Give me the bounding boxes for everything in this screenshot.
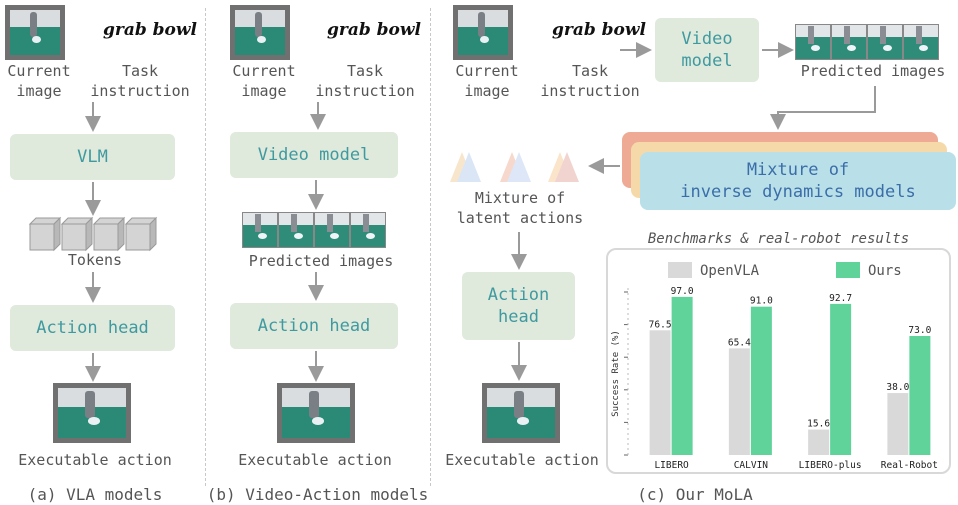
- executable-action-label-c: Executable action: [445, 451, 599, 469]
- predicted-images-label-b: Predicted images: [248, 252, 394, 270]
- task-text-a: grab bowl: [103, 20, 197, 40]
- predicted-frame-c-3: [867, 24, 903, 60]
- predicted-frame-1: [242, 212, 278, 248]
- bar-ours: [750, 306, 772, 455]
- current-image-a: [5, 5, 65, 60]
- bar-ours: [830, 303, 852, 455]
- predicted-frame-c-2: [831, 24, 867, 60]
- task-text-c: grab bowl: [552, 20, 646, 40]
- caption-b: (b) Video-Action models: [206, 485, 429, 504]
- video-model-box-b: Video model: [230, 132, 398, 178]
- data-label: 15.6: [807, 419, 830, 430]
- predicted-frame-c-4: [903, 24, 939, 60]
- executable-image-a: [53, 383, 131, 443]
- x-tick-label: LIBERO-plus: [799, 460, 862, 471]
- tokens-label: Tokens: [67, 251, 123, 269]
- caption-c: (c) Our MoLA: [637, 485, 753, 504]
- data-label: 97.0: [671, 286, 694, 297]
- predicted-frame-3: [314, 212, 350, 248]
- predicted-frame-2: [278, 212, 314, 248]
- legend-label-openvla: OpenVLA: [700, 263, 760, 279]
- predicted-images-label-c: Predicted images: [800, 62, 946, 80]
- caption-a: (a) VLA models: [27, 485, 163, 504]
- vlm-box: VLM: [10, 134, 175, 180]
- bar-openvla: [808, 429, 830, 455]
- data-label: 92.7: [829, 293, 852, 304]
- executable-image-b: [277, 383, 355, 443]
- executable-action-label-a: Executable action: [18, 451, 172, 469]
- executable-image-c: [482, 383, 560, 443]
- data-label: 73.0: [908, 325, 931, 336]
- action-head-box-b: Action head: [230, 303, 398, 349]
- current-image-c: [453, 5, 513, 60]
- predicted-frames-b: [242, 212, 398, 252]
- x-tick-label: LIBERO: [654, 460, 689, 471]
- bar-ours: [671, 296, 693, 455]
- bar-ours: [909, 336, 931, 455]
- arrow-c-frames-idm: [770, 86, 876, 130]
- bar-openvla: [887, 393, 909, 455]
- data-label: 91.0: [750, 296, 773, 307]
- executable-action-label-b: Executable action: [238, 451, 392, 469]
- data-label: 38.0: [886, 382, 909, 393]
- legend-swatch-openvla: [668, 262, 692, 278]
- x-tick-label: Real-Robot: [881, 460, 938, 471]
- action-head-box-a: Action head: [10, 305, 175, 351]
- legend-label-ours: Ours: [868, 263, 902, 279]
- y-axis-label: Success Rate (%): [611, 330, 621, 417]
- data-label: 76.5: [649, 319, 672, 330]
- predicted-frame-4: [350, 212, 386, 248]
- bar-openvla: [728, 348, 750, 455]
- chart-title: Benchmarks & real-robot results: [647, 231, 910, 247]
- x-tick-label: CALVIN: [734, 460, 769, 471]
- predicted-frame-c-1: [795, 24, 831, 60]
- current-image-b: [230, 5, 290, 60]
- divider-a-b: [205, 8, 206, 486]
- legend-swatch-ours: [836, 262, 860, 278]
- predicted-frames-c: [795, 24, 951, 64]
- task-text-b: grab bowl: [327, 20, 421, 40]
- bar-openvla: [649, 330, 671, 455]
- data-label: 65.4: [728, 337, 751, 348]
- chart-panel: [606, 248, 951, 474]
- divider-b-c: [430, 8, 431, 486]
